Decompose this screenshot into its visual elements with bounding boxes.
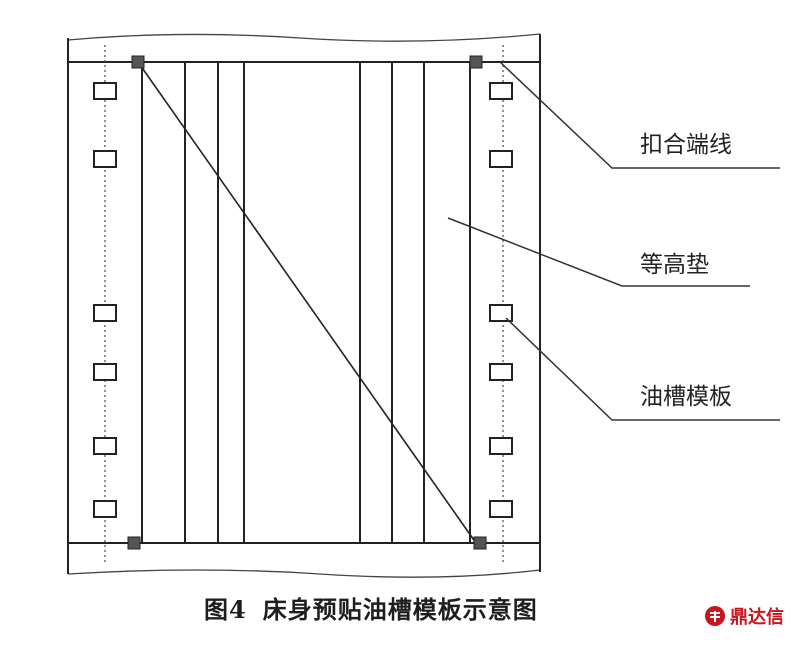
figure-number: 图4 bbox=[204, 595, 247, 624]
diagonal-fastening-line bbox=[137, 61, 477, 544]
callout-label-fastening-line: 扣合端线 bbox=[640, 132, 732, 158]
groove-template-block bbox=[489, 82, 513, 100]
groove-template-block bbox=[93, 437, 117, 455]
callout-label-groove-template: 油槽模板 bbox=[640, 384, 732, 410]
watermark: 鼎达信 bbox=[704, 603, 784, 629]
leader-leveling-pad bbox=[447, 217, 750, 287]
leader-fastening-line bbox=[499, 61, 780, 169]
groove-template-block bbox=[489, 500, 513, 518]
top-break-edge bbox=[67, 33, 541, 42]
groove-template-block bbox=[93, 150, 117, 168]
watermark-brand: 鼎达信 bbox=[730, 607, 784, 628]
corner-pad bbox=[473, 536, 487, 550]
corner-pad bbox=[127, 536, 141, 550]
groove-template-block bbox=[93, 500, 117, 518]
groove-template-block bbox=[93, 363, 117, 381]
brand-logo-icon bbox=[705, 606, 725, 626]
figure-caption: 图4 床身预贴油槽模板示意图 bbox=[204, 590, 538, 625]
corner-pad bbox=[469, 55, 483, 69]
bottom-break-edge bbox=[67, 569, 541, 578]
figure-title: 床身预贴油槽模板示意图 bbox=[262, 595, 538, 624]
lathe-bed-diagram: 扣合端线 等高垫 油槽模板 bbox=[67, 33, 780, 578]
corner-pad bbox=[131, 55, 145, 69]
callout-label-leveling-pad: 等高垫 bbox=[640, 252, 709, 278]
groove-template-block bbox=[489, 150, 513, 168]
groove-template-block bbox=[93, 82, 117, 100]
leader-groove-template bbox=[505, 317, 780, 421]
groove-template-block bbox=[489, 304, 513, 322]
groove-template-block bbox=[489, 437, 513, 455]
groove-template-block bbox=[489, 363, 513, 381]
groove-template-block bbox=[93, 304, 117, 322]
